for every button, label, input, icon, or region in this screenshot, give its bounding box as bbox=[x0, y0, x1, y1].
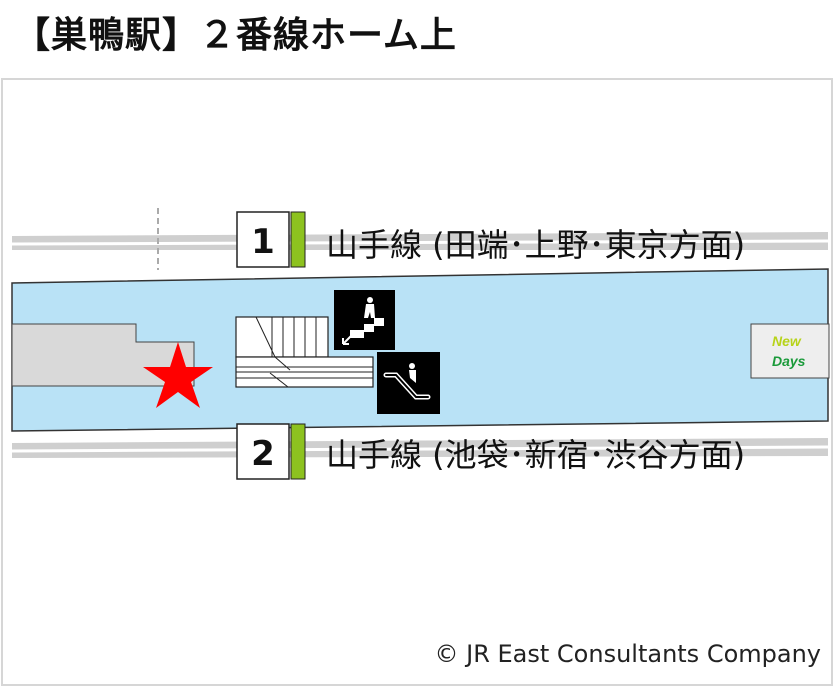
stairs bbox=[235, 316, 374, 388]
shop-name-line2: Days bbox=[772, 353, 806, 369]
escalator-icon bbox=[377, 352, 440, 414]
track-number-2: 2 bbox=[251, 434, 275, 474]
newdays-shop: New Days bbox=[750, 323, 830, 379]
track-1-label: 1 山手線 (田端･上野･東京方面) bbox=[236, 211, 745, 268]
copyright-credit: © JR East Consultants Company bbox=[434, 640, 821, 668]
stairs-icon bbox=[334, 290, 395, 350]
track-1-line-label: 山手線 (田端･上野･東京方面) bbox=[326, 226, 745, 264]
track-2-line-label: 山手線 (池袋･新宿･渋谷方面) bbox=[326, 436, 745, 474]
track-number-1: 1 bbox=[251, 222, 275, 262]
shop-name-line1: New bbox=[772, 333, 802, 349]
current-location-star-icon bbox=[143, 342, 213, 408]
map-frame bbox=[1, 78, 833, 686]
track-2-label: 2 山手線 (池袋･新宿･渋谷方面) bbox=[236, 423, 745, 480]
page-title: 【巣鴨駅】２番線ホーム上 bbox=[14, 15, 457, 56]
